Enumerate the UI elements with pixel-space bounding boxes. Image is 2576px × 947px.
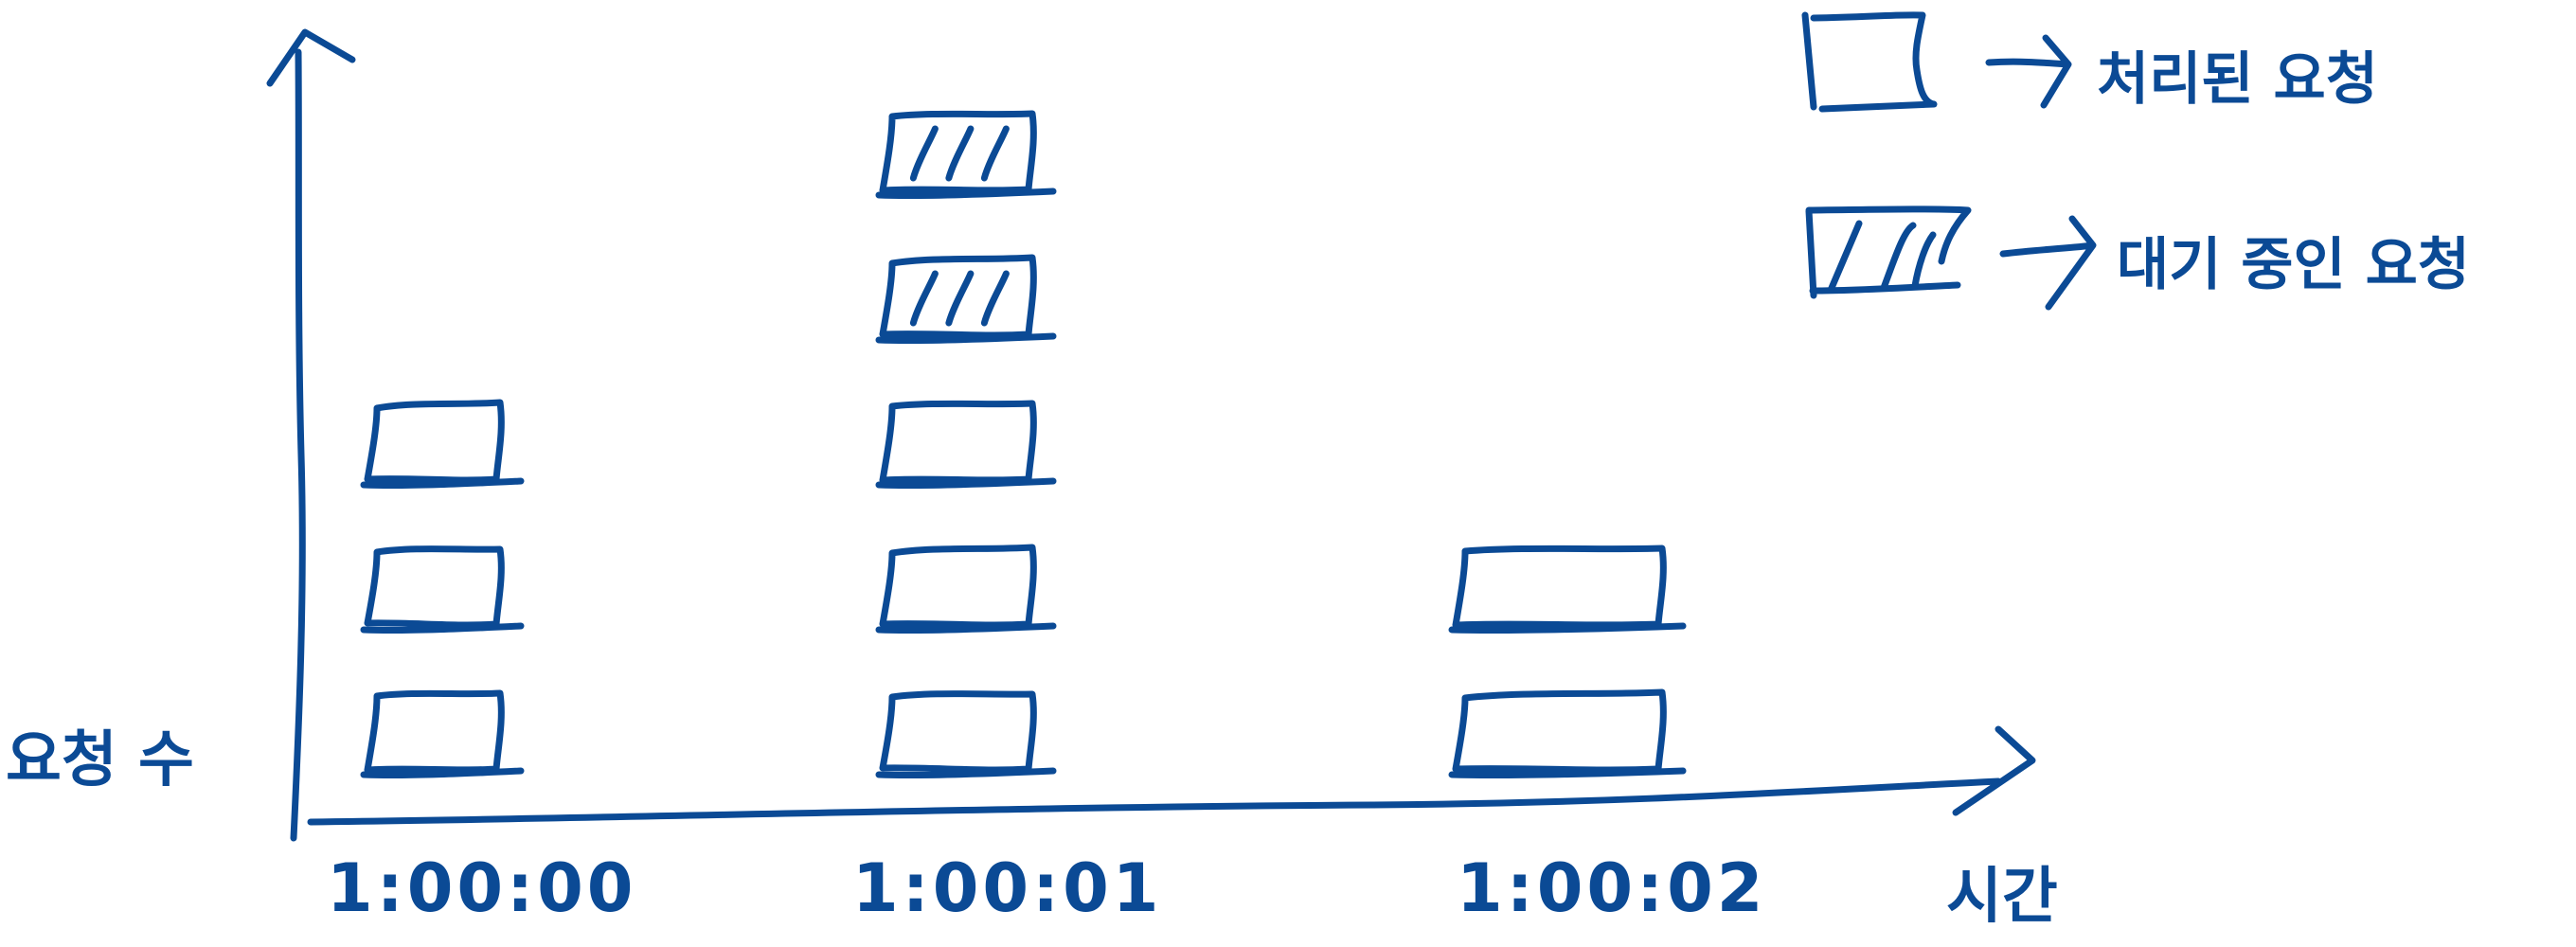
x-tick-label-1-00-01: 1:00:01: [852, 849, 1163, 927]
y-axis-line: [290, 48, 306, 842]
bar-outline: [875, 690, 1057, 779]
bars-group: [360, 110, 1687, 779]
bar-outline: [360, 689, 525, 779]
x-axis-arrowhead: [1952, 725, 2036, 816]
bar-1-00-02-series-1-unit-2: [1448, 545, 1687, 634]
x-tick-label-1-00-02: 1:00:02: [1457, 849, 1767, 927]
legend-arrow-processed-requests: [1985, 34, 2072, 109]
x-tick-label-1-00-00: 1:00:00: [327, 849, 637, 927]
bar-1-00-01-series-2-unit-2: [875, 110, 1057, 200]
tick-labels: 1:00:00 1:00:01 1:00:02: [327, 849, 1767, 927]
bar-1-00-01-series-2-unit-1: [875, 254, 1057, 345]
y-axis-label: 요청 수: [6, 725, 194, 795]
legend-item-waiting-requests: 대기 중인 요청: [1805, 205, 2470, 311]
legend-arrow-waiting-requests: [1999, 215, 2097, 311]
x-axis-line: [307, 777, 2002, 826]
bar-outline: [875, 254, 1057, 345]
legend-hatch-waiting-requests: [1828, 220, 1937, 292]
bar-outline: [1448, 688, 1687, 779]
legend: 처리된 요청 대기 중인 요청: [1801, 11, 2470, 311]
bar-hatching: [909, 270, 1010, 327]
bar-outline: [875, 544, 1057, 634]
bar-outline: [875, 400, 1057, 490]
legend-item-processed-requests: 처리된 요청: [1801, 11, 2378, 113]
x-axis-label: 시간: [1946, 862, 2058, 932]
bar-1-00-01-series-1-unit-1: [875, 690, 1057, 779]
bar-hatching: [909, 125, 1010, 182]
legend-label-waiting-requests: 대기 중인 요청: [2117, 232, 2470, 298]
bar-outline: [1448, 545, 1687, 634]
legend-label-processed-requests: 처리된 요청: [2097, 46, 2378, 113]
bar-1-00-00-series-1-unit-3: [360, 399, 525, 490]
bar-1-00-00-series-1-unit-1: [360, 689, 525, 779]
bar-outline: [875, 110, 1057, 200]
bar-1-00-01-series-1-unit-2: [875, 544, 1057, 634]
y-axis-arrowhead: [266, 28, 356, 87]
bar-1-00-01-series-1-unit-3: [875, 400, 1057, 490]
bar-1-00-02-series-1-unit-1: [1448, 688, 1687, 779]
legend-swatch-processed-requests: [1801, 11, 1938, 113]
bar-outline: [360, 399, 525, 490]
bar-outline: [360, 545, 525, 634]
axes: [266, 28, 2036, 842]
bar-1-00-00-series-1-unit-2: [360, 545, 525, 634]
